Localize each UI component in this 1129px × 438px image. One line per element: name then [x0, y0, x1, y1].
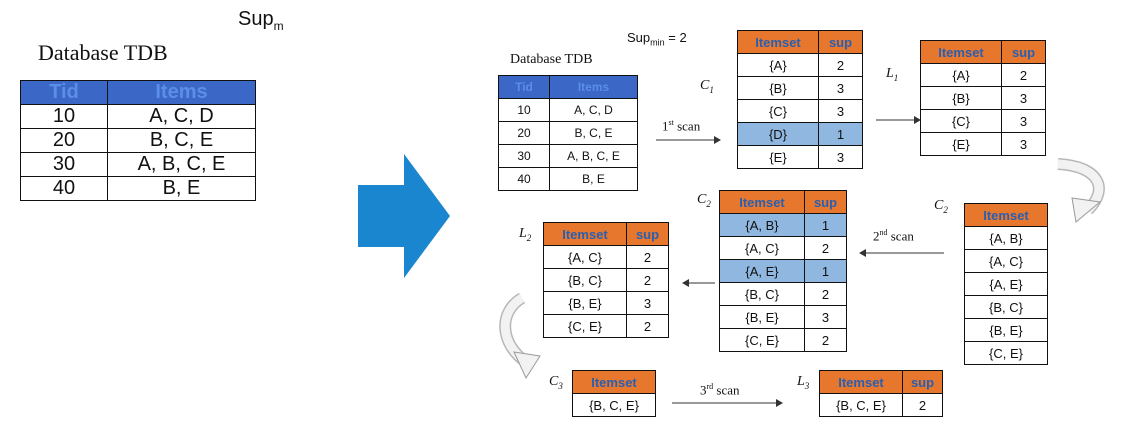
- table-row: {B, E}3: [543, 291, 669, 315]
- header-tid: Tid: [20, 80, 108, 105]
- table-row: {B, C, E}: [572, 393, 656, 417]
- table-row-pruned: {A, B}1: [719, 213, 847, 237]
- table-row: {C, E}: [964, 341, 1048, 365]
- scan-3-label: 3rd scan: [700, 382, 740, 398]
- l3-label: L3: [797, 374, 810, 391]
- arrow-left-icon: [859, 249, 944, 257]
- table-row: {A}2: [737, 53, 863, 77]
- arrow-right-icon: [876, 116, 921, 124]
- table-header-row: Tid Items: [20, 80, 256, 105]
- scan-1-label: 1st scan: [662, 118, 701, 134]
- table-row: {B}3: [737, 76, 863, 100]
- table-row: {A, E}: [964, 272, 1048, 296]
- table-row-pruned: {A, E}1: [719, 259, 847, 283]
- db-title: Database TDB: [510, 52, 593, 67]
- curved-arrow-icon: [1057, 158, 1105, 223]
- left-sup-label: Supm: [238, 8, 284, 33]
- arrow-right-icon: [656, 136, 721, 144]
- table-row: {C, E}2: [719, 328, 847, 352]
- table-row: {A, B}: [964, 226, 1048, 250]
- l2-label: L2: [519, 226, 532, 243]
- table-row: {B, E}: [964, 318, 1048, 342]
- table-row: {E}3: [920, 132, 1046, 156]
- table-row: {B, C, E}2: [819, 393, 943, 417]
- scan-2-label: 2nd scan: [873, 228, 914, 244]
- c2-candidates-table: Itemset {A, B} {A, C} {A, E} {B, C} {B, …: [964, 203, 1048, 365]
- c2-list-label: C2: [934, 198, 948, 215]
- big-right-arrow-icon: [358, 154, 450, 278]
- table-row: {C}3: [737, 99, 863, 123]
- table-row: {B, C}2: [719, 282, 847, 306]
- table-row: {E}3: [737, 145, 863, 169]
- c3-table: Itemset {B, C, E}: [572, 370, 656, 417]
- table-header-row: Tid Items: [498, 75, 638, 99]
- arrow-right-icon: [672, 399, 783, 407]
- table-row: {C}3: [920, 109, 1046, 133]
- table-row: {B, C}: [964, 295, 1048, 319]
- table-header-row: Itemset: [572, 370, 656, 394]
- c2-label: C2: [697, 192, 711, 209]
- table-row: {A, C}2: [543, 245, 669, 269]
- table-header-row: Itemset: [964, 203, 1048, 227]
- arrow-left-icon: [682, 279, 715, 287]
- c1-label: C1: [700, 78, 714, 95]
- table-row: {B, E}3: [719, 305, 847, 329]
- c3-label: C3: [549, 374, 563, 391]
- table-row: {A, C}: [964, 249, 1048, 273]
- table-row: {C, E}2: [543, 314, 669, 338]
- table-row: {B, C}2: [543, 268, 669, 292]
- l1-label: L1: [886, 66, 899, 83]
- table-row: {A, C}2: [719, 236, 847, 260]
- table-row: {B}3: [920, 86, 1046, 110]
- header-items: Items: [107, 80, 256, 105]
- table-row-pruned: {D}1: [737, 122, 863, 146]
- left-db-title: Database TDB: [38, 40, 168, 65]
- curved-arrow-icon: [499, 292, 541, 380]
- table-row: {A}2: [920, 63, 1046, 87]
- supmin-label: Supmin = 2: [627, 30, 687, 48]
